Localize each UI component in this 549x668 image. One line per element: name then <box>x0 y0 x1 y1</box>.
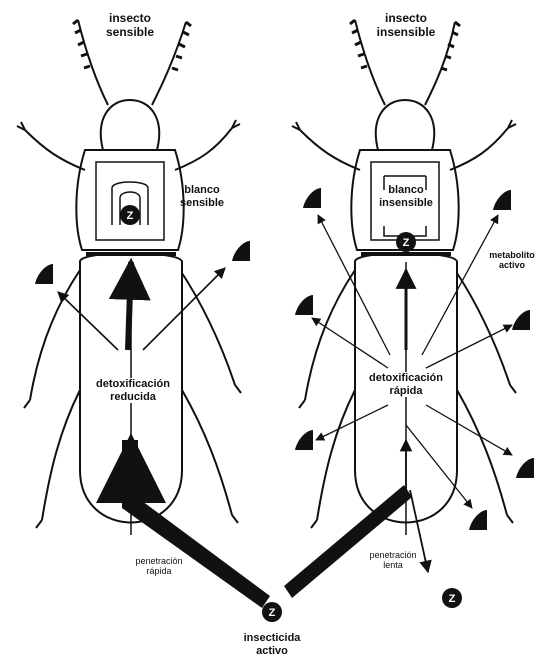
head <box>101 100 159 150</box>
title-insensitive: insecto insensible <box>370 12 442 40</box>
penetration-slow-line2: lenta <box>360 560 426 570</box>
target-sensitive-line2: sensible <box>172 197 232 210</box>
metabolite-icon <box>303 188 321 208</box>
metabolite-line2: activo <box>484 260 540 270</box>
detox-fast-label: detoxificación rápida <box>361 372 451 397</box>
leg-mid-left <box>299 270 355 408</box>
penetration-slow-line1: penetración <box>360 550 426 560</box>
leg-front-right <box>450 120 516 170</box>
detox-reduced-line2: reducida <box>88 391 178 404</box>
leg-mid-right <box>455 270 516 393</box>
penetration-fast-line1: penetración <box>126 556 192 566</box>
target-insensitive-line2: insensible <box>376 197 436 210</box>
leg-mid-left <box>24 270 80 408</box>
metabolite-icon <box>295 430 313 450</box>
penetration-arrow-slow <box>284 485 412 598</box>
metabolite-icon <box>516 458 534 478</box>
leg-hind-right <box>182 390 238 523</box>
head <box>376 100 434 150</box>
detox-fast-line1: detoxificación <box>361 372 451 385</box>
leg-hind-right <box>457 390 513 523</box>
leg-front-left <box>17 122 85 170</box>
insecticide-source-icon <box>262 602 282 622</box>
title-sensitive-line2: sensible <box>98 26 162 40</box>
detox-reduced-line1: detoxificación <box>88 378 178 391</box>
target-insensitive-line1: blanco <box>376 184 436 197</box>
leg-front-right <box>175 120 240 170</box>
leg-front-left <box>292 122 360 170</box>
target-insensitive-label: blanco insensible <box>376 184 436 209</box>
insecticide-source-line1: insecticida <box>236 632 308 645</box>
penetration-slow-label: penetración lenta <box>360 550 426 571</box>
penetration-fast-line2: rápida <box>126 566 192 576</box>
insecticide-excreted-icon <box>442 588 462 608</box>
metabolite-icon <box>512 310 530 330</box>
title-sensitive: insecto sensible <box>98 12 162 40</box>
title-insensitive-line1: insecto <box>370 12 442 26</box>
leg-hind-left <box>311 390 355 528</box>
detox-reduced-label: detoxificación reducida <box>88 378 178 403</box>
thorax <box>76 150 183 250</box>
metabolite-icon <box>35 264 53 284</box>
leg-hind-left <box>36 390 80 528</box>
detox-fast-line2: rápida <box>361 385 451 398</box>
metabolite-label: metabolito activo <box>484 250 540 271</box>
title-sensitive-line1: insecto <box>98 12 162 26</box>
beetle-insensitive <box>292 20 516 535</box>
metabolite-icon <box>295 295 313 315</box>
metabolite-icon <box>469 510 487 530</box>
penetration-fast-label: penetración rápida <box>126 556 192 577</box>
insecticide-unbound-icon <box>396 232 416 252</box>
insecticide-source-line2: activo <box>236 645 308 658</box>
title-insensitive-line2: insensible <box>370 26 442 40</box>
metabolite-line1: metabolito <box>484 250 540 260</box>
insecticide-source-label: insecticida activo <box>236 632 308 657</box>
leg-mid-right <box>180 270 241 393</box>
target-sensitive-line1: blanco <box>172 184 232 197</box>
metabolite-icon <box>493 190 511 210</box>
metabolite-icon <box>232 241 250 261</box>
insecticide-bound-icon <box>120 205 140 225</box>
target-sensitive-label: blanco sensible <box>172 184 232 209</box>
